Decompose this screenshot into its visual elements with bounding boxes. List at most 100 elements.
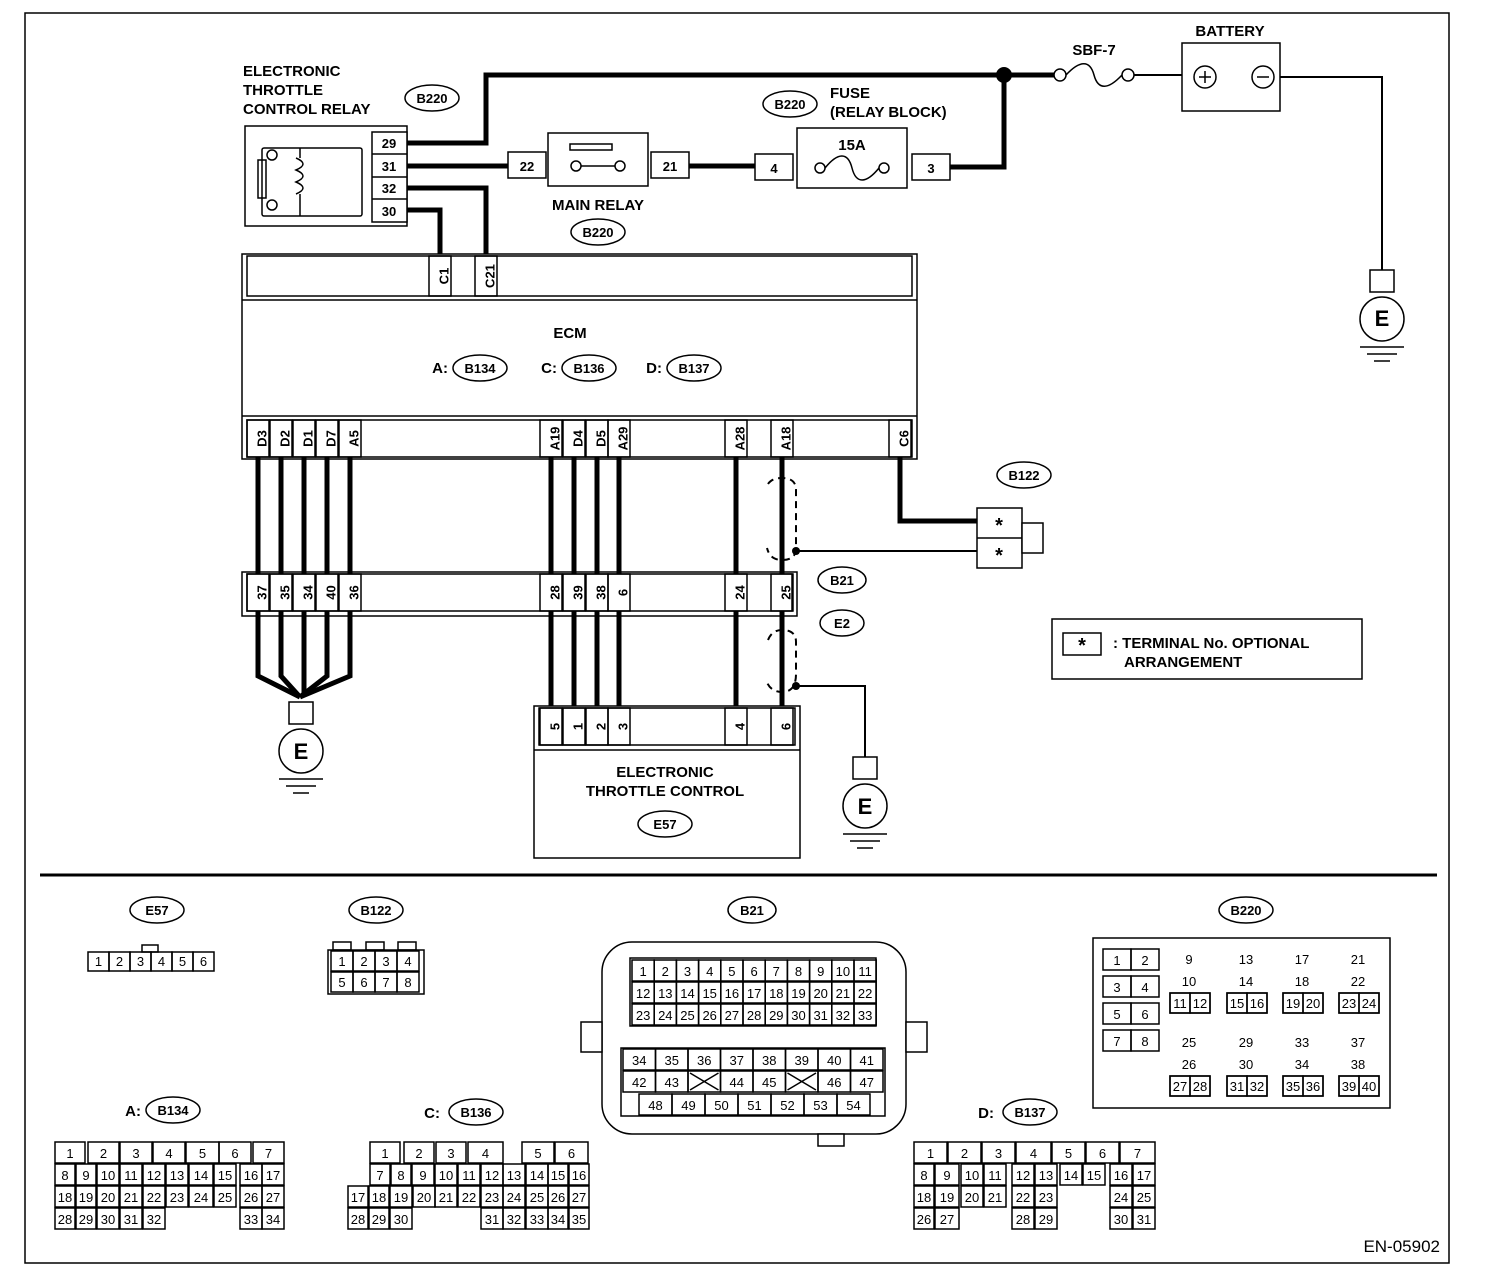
b136-cell [368, 1207, 390, 1230]
b21-pin-29: 29 [769, 1008, 783, 1023]
ecm-pin-a5: A5 [346, 430, 361, 447]
battery-label: BATTERY [1195, 23, 1264, 40]
svg-text:B220: B220 [416, 91, 447, 106]
b21-pin-38: 38 [762, 1053, 776, 1068]
connector-b21-label: B21 [817, 566, 867, 594]
b122-pin-8: 8 [404, 975, 411, 990]
connector-b220-fuse: B220 [762, 90, 818, 118]
ecm-pin-d2: D2 [277, 430, 292, 447]
b136-cell [467, 1141, 504, 1164]
face-b137-title: B137 [1002, 1098, 1058, 1126]
svg-text:E57: E57 [653, 817, 676, 832]
ecm-pin-cell [474, 255, 498, 297]
relay-pin-31: 31 [382, 159, 396, 174]
b137-pin-24: 24 [1114, 1190, 1128, 1205]
b136-cell [568, 1163, 590, 1186]
b136-cell [502, 1163, 526, 1186]
etc-label-1: ELECTRONIC [616, 764, 714, 781]
b220-pin-2: 2 [1141, 953, 1148, 968]
etc-pin-cell [607, 707, 631, 746]
b220-cell [1302, 1075, 1324, 1097]
b134-pin-7: 7 [265, 1146, 272, 1161]
b134-cell [261, 1163, 285, 1186]
b136-pin-17: 17 [351, 1190, 365, 1205]
b137-cell [1011, 1185, 1035, 1208]
b137-pin-12: 12 [1016, 1168, 1030, 1183]
b220-cell [1189, 992, 1211, 1014]
b136-pin-4: 4 [482, 1146, 489, 1161]
b134-cell [252, 1141, 285, 1164]
b136-cell [369, 1163, 391, 1186]
harness-wires-upper [255, 457, 977, 574]
b137-cell [1034, 1185, 1058, 1208]
b137-pin-8: 8 [920, 1168, 927, 1183]
b134-pin-22: 22 [147, 1190, 161, 1205]
b137-pin-5: 5 [1065, 1146, 1072, 1161]
b21-cell [836, 1093, 871, 1116]
b136-pin-21: 21 [439, 1190, 453, 1205]
b21-pin-35: 35 [277, 585, 292, 599]
b136-cell [457, 1163, 481, 1186]
b134-cell [54, 1207, 76, 1230]
b220-pin-19: 19 [1286, 996, 1300, 1011]
svg-text:B21: B21 [740, 903, 764, 918]
face-b21-housing [580, 941, 928, 1147]
b136-cell [403, 1141, 435, 1164]
b21-pin-21: 21 [836, 986, 850, 1001]
face-e57-title: E57 [129, 896, 185, 924]
b136-pin-26: 26 [551, 1190, 565, 1205]
b136-pin-3: 3 [447, 1146, 454, 1161]
b137-pin-15: 15 [1087, 1168, 1101, 1183]
b137-cell [960, 1163, 984, 1186]
b21-pin-48: 48 [648, 1098, 662, 1113]
b134-cell [119, 1141, 153, 1164]
b134-pin-3: 3 [132, 1146, 139, 1161]
connector-e57: E57 [637, 810, 693, 838]
connector-e2-label: E2 [819, 609, 865, 637]
b21-pin-51: 51 [747, 1098, 761, 1113]
etc-pin-cell [724, 707, 748, 746]
b137-pin-23: 23 [1039, 1190, 1053, 1205]
b137-cell [1059, 1163, 1083, 1186]
b220-cell [1246, 1075, 1268, 1097]
b21-pin-23: 23 [636, 1008, 650, 1023]
etc-relay [244, 125, 408, 227]
ground-ecm [278, 701, 324, 794]
b136-pin-30: 30 [394, 1212, 408, 1227]
svg-text:B21: B21 [830, 573, 854, 588]
svg-text:B220: B220 [582, 225, 613, 240]
b134-pin-11: 11 [124, 1168, 138, 1183]
etc-pin-4: 4 [732, 722, 747, 730]
connector-b122-label: B122 [996, 461, 1052, 489]
etc-relay-label-3: CONTROL RELAY [243, 101, 371, 118]
b21-pin-19: 19 [791, 986, 805, 1001]
b220-pin-33: 33 [1295, 1035, 1309, 1050]
fuse-pin-3: 3 [927, 161, 934, 176]
b21-pin-24: 24 [658, 1008, 672, 1023]
b21-pin-2: 2 [662, 964, 669, 979]
b134-pin-31: 31 [124, 1212, 138, 1227]
b134-pin-12: 12 [147, 1168, 161, 1183]
b21-pin-24: 24 [732, 585, 747, 600]
e57-pin-4: 4 [158, 954, 165, 969]
b134-pin-19: 19 [79, 1190, 93, 1205]
b136-cell [554, 1141, 589, 1164]
b220-pin-37: 37 [1351, 1035, 1365, 1050]
b122-pin-3: 3 [382, 954, 389, 969]
ecm-pin-a18: A18 [778, 427, 793, 451]
b220-pin-18: 18 [1295, 974, 1309, 989]
b134-pin-4: 4 [165, 1146, 172, 1161]
b134-cell [96, 1207, 120, 1230]
b220-cell [1246, 992, 1268, 1014]
b220-pin-32: 32 [1250, 1079, 1264, 1094]
b21-pin-14: 14 [680, 986, 694, 1001]
b136-cell [435, 1141, 467, 1164]
b220-pin-24: 24 [1362, 996, 1376, 1011]
b21-pin-46: 46 [827, 1075, 841, 1090]
b134-pin-30: 30 [101, 1212, 115, 1227]
b137-pin-3: 3 [995, 1146, 1002, 1161]
b21-pin-25: 25 [680, 1008, 694, 1023]
